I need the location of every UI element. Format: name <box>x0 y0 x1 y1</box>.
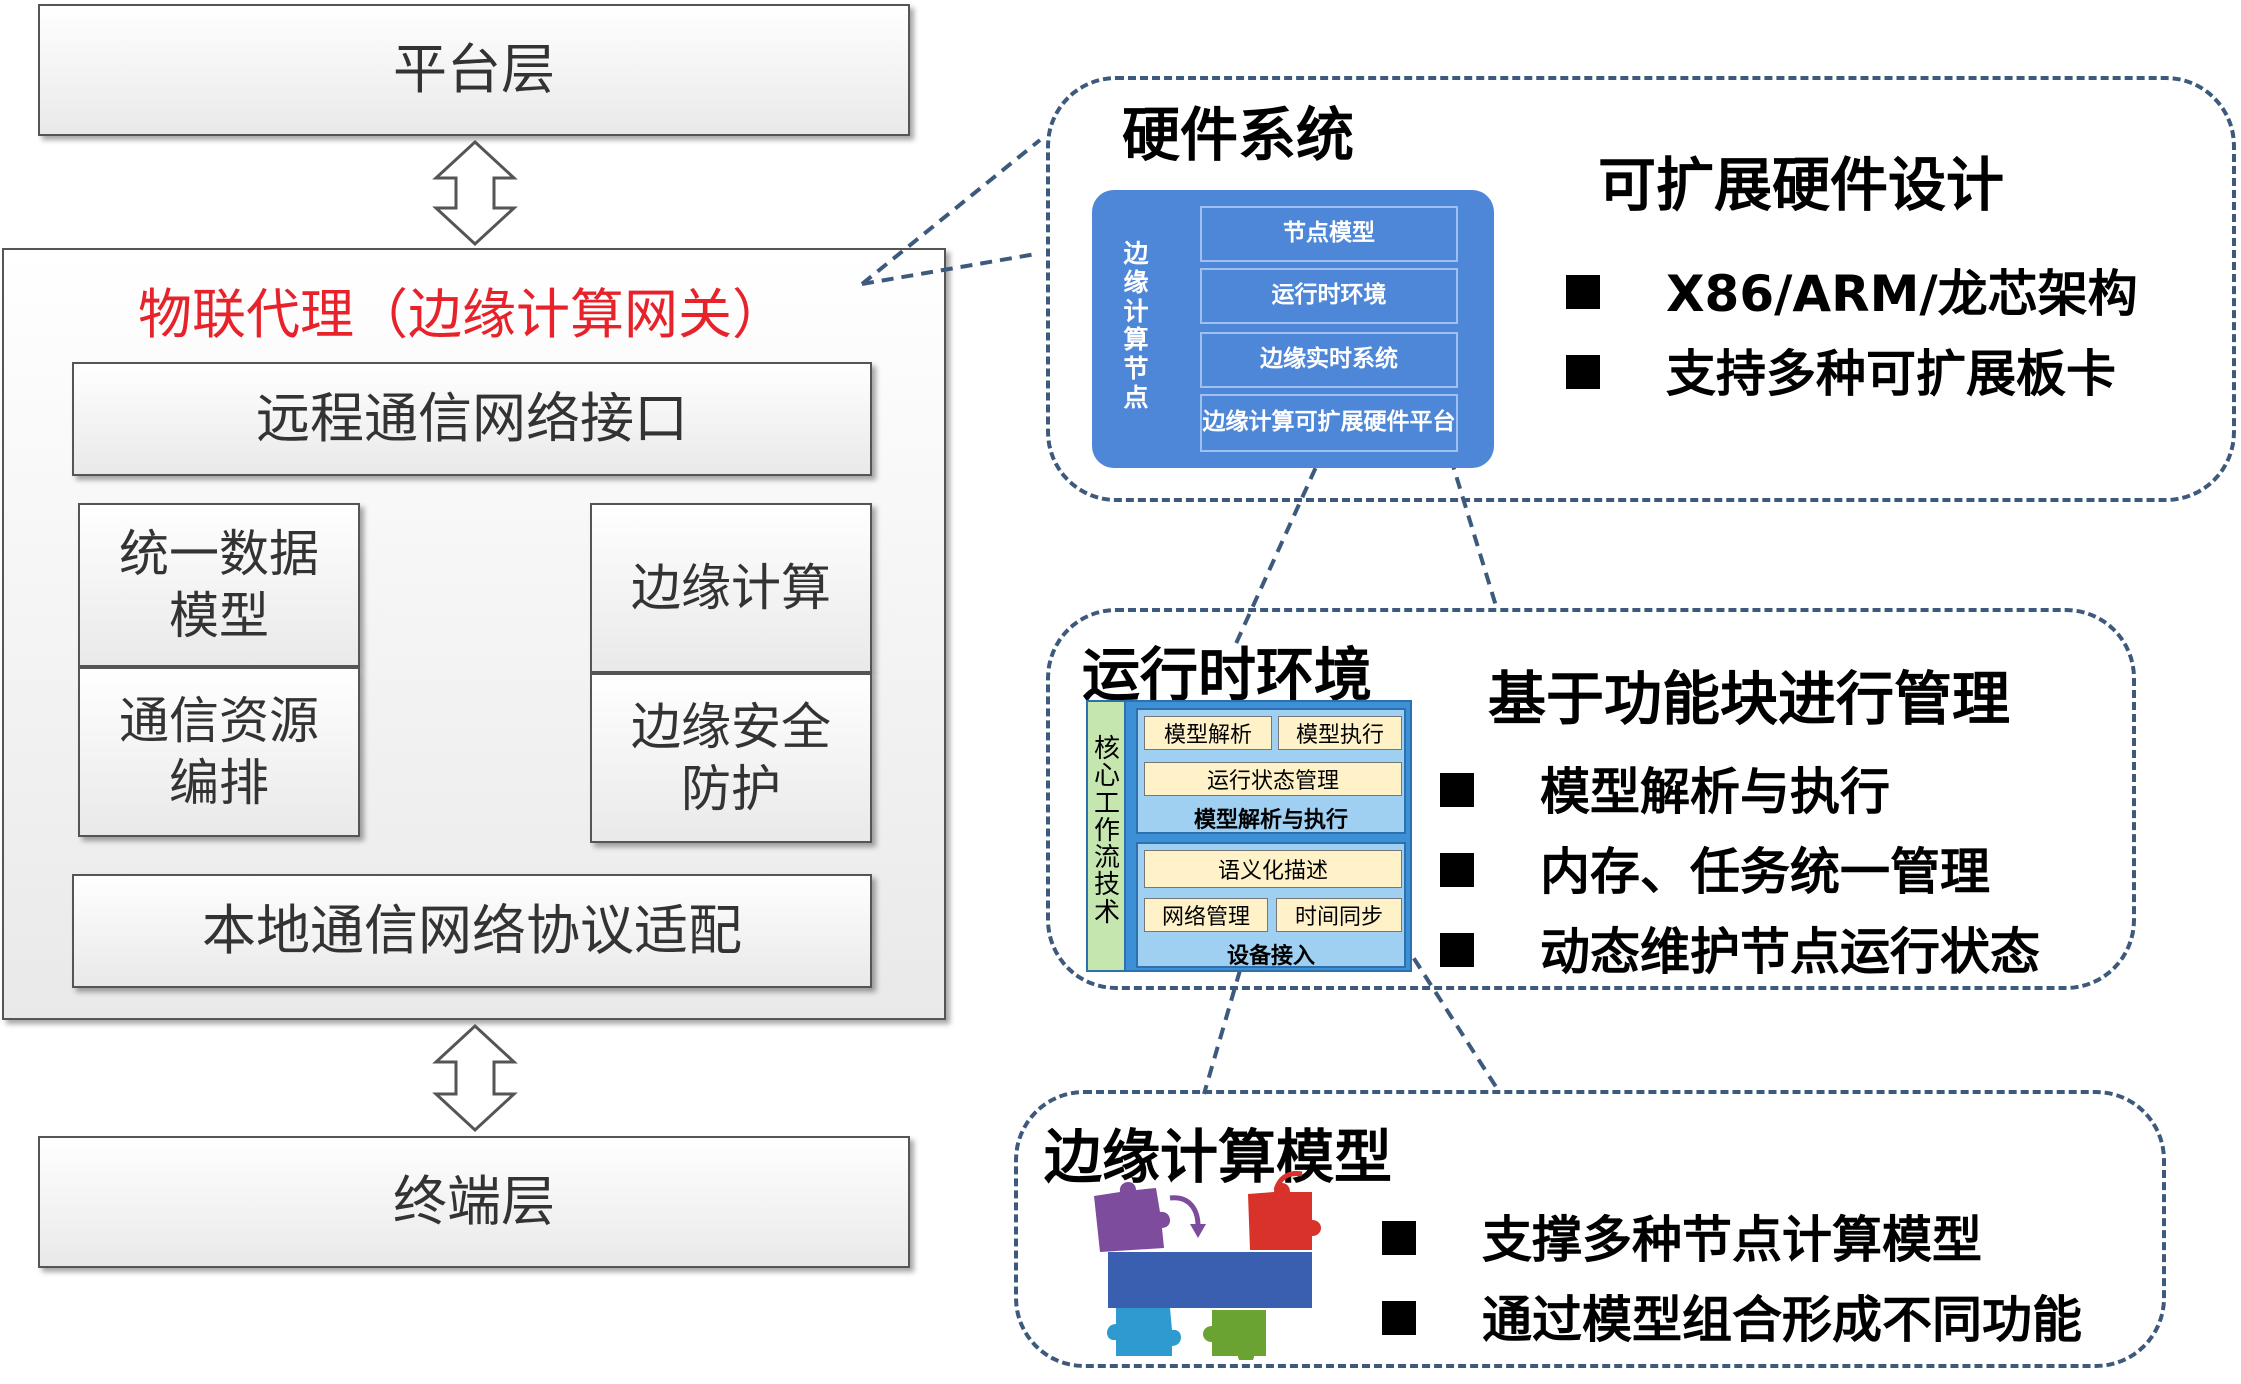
hw-layer-runtime: 运行时环境 <box>1200 268 1458 324</box>
runtime-diagram: 核心工作流技术 模型解析 模型执行 运行状态管理 模型解析与执行 语义化描述 网… <box>1086 700 1412 972</box>
connector-runtime-model-left <box>1202 873 1270 1095</box>
runtime-bullet-2: 内存、任务统一管理 <box>1440 832 1990 904</box>
remote-interface-label: 远程通信网络接口 <box>256 387 688 451</box>
resource-orchestration-box: 通信资源 编排 <box>78 667 360 837</box>
data-model-label: 统一数据 模型 <box>119 524 319 646</box>
puzzle-red-icon <box>1248 1183 1321 1250</box>
runtime-top-panel: 模型解析 模型执行 运行状态管理 模型解析与执行 <box>1136 708 1406 834</box>
puzzle-green-icon <box>1203 1310 1266 1360</box>
model-bullet-1: 支撑多种节点计算模型 <box>1382 1200 1982 1272</box>
puzzle-purple-icon <box>1094 1181 1171 1252</box>
edge-node-diagram: 边缘计算节点 节点模型 运行时环境 边缘实时系统 边缘计算可扩展硬件平台 <box>1092 190 1494 468</box>
runtime-bottom-panel: 语义化描述 网络管理 时间同步 设备接入 <box>1136 842 1406 969</box>
bullet-square-icon <box>1440 932 1474 967</box>
core-workflow-label: 核心工作流技术 <box>1093 734 1120 928</box>
platform-layer-box: 平台层 <box>38 4 910 136</box>
edge-node-label: 边缘计算节点 <box>1123 239 1149 412</box>
puzzle-base-icon <box>1108 1252 1312 1308</box>
local-adapter-box: 本地通信网络协议适配 <box>72 874 872 988</box>
bullet-square-icon <box>1382 1220 1416 1255</box>
edge-computing-box: 边缘计算 <box>590 503 872 673</box>
runtime-bullet-3: 动态维护节点运行状态 <box>1440 912 2040 984</box>
hardware-subheading: 可扩展硬件设计 <box>1598 151 2005 219</box>
bullet-square-icon <box>1566 274 1600 309</box>
double-arrow-bottom-icon <box>432 1023 518 1133</box>
bullet-square-icon <box>1440 852 1474 887</box>
puzzle-icon <box>1094 1171 1321 1360</box>
core-workflow-column: 核心工作流技术 <box>1088 702 1126 970</box>
runtime-bullet-1: 模型解析与执行 <box>1440 752 1890 824</box>
edge-security-label: 边缘安全 防护 <box>631 697 831 819</box>
platform-layer-label: 平台层 <box>393 38 555 102</box>
device-access-footer: 设备接入 <box>1226 944 1315 969</box>
model-heading: 边缘计算模型 <box>1044 1123 1393 1191</box>
runtime-heading: 运行时环境 <box>1082 641 1373 709</box>
runtime-subheading: 基于功能块进行管理 <box>1488 665 2011 733</box>
network-manage-cell: 网络管理 <box>1144 898 1268 932</box>
data-model-box: 统一数据 模型 <box>78 503 360 667</box>
hardware-panel <box>1046 76 2236 502</box>
model-parse-cell: 模型解析 <box>1144 716 1272 750</box>
hw-layer-realtime-os: 边缘实时系统 <box>1200 332 1458 388</box>
double-arrow-top-icon <box>432 139 518 247</box>
remote-interface-box: 远程通信网络接口 <box>72 362 872 476</box>
hardware-heading: 硬件系统 <box>1122 101 1355 169</box>
resource-orchestration-label: 通信资源 编排 <box>119 691 319 813</box>
model-exec-cell: 模型执行 <box>1278 716 1402 750</box>
edge-gateway-title: 物联代理（边缘计算网关） <box>138 283 786 346</box>
hw-layer-hardware-platform: 边缘计算可扩展硬件平台 <box>1200 394 1458 452</box>
connector-gateway-hw-lower <box>861 252 1037 286</box>
connector-gateway-hw <box>860 138 1042 286</box>
edge-security-box: 边缘安全 防护 <box>590 673 872 843</box>
terminal-layer-box: 终端层 <box>38 1136 910 1268</box>
runtime-panel <box>1046 608 2136 990</box>
semantic-desc-cell: 语义化描述 <box>1144 850 1402 888</box>
edge-computing-label: 边缘计算 <box>631 558 831 617</box>
model-parse-exec-footer: 模型解析与执行 <box>1193 808 1348 833</box>
local-adapter-label: 本地通信网络协议适配 <box>202 899 742 963</box>
hw-layer-node-model: 节点模型 <box>1200 206 1458 262</box>
model-panel <box>1014 1090 2166 1368</box>
time-sync-cell: 时间同步 <box>1276 898 1402 932</box>
status-manage-cell: 运行状态管理 <box>1144 762 1402 796</box>
model-bullet-2: 通过模型组合形成不同功能 <box>1382 1280 2082 1352</box>
terminal-layer-label: 终端层 <box>393 1170 555 1234</box>
puzzle-cyan-icon <box>1107 1308 1181 1356</box>
bullet-square-icon <box>1382 1300 1416 1335</box>
bullet-square-icon <box>1566 354 1600 389</box>
bullet-square-icon <box>1440 772 1474 807</box>
hardware-bullet-2: 支持多种可扩展板卡 <box>1566 334 2116 406</box>
hardware-bullet-1: X86/ARM/龙芯架构 <box>1566 254 2138 326</box>
